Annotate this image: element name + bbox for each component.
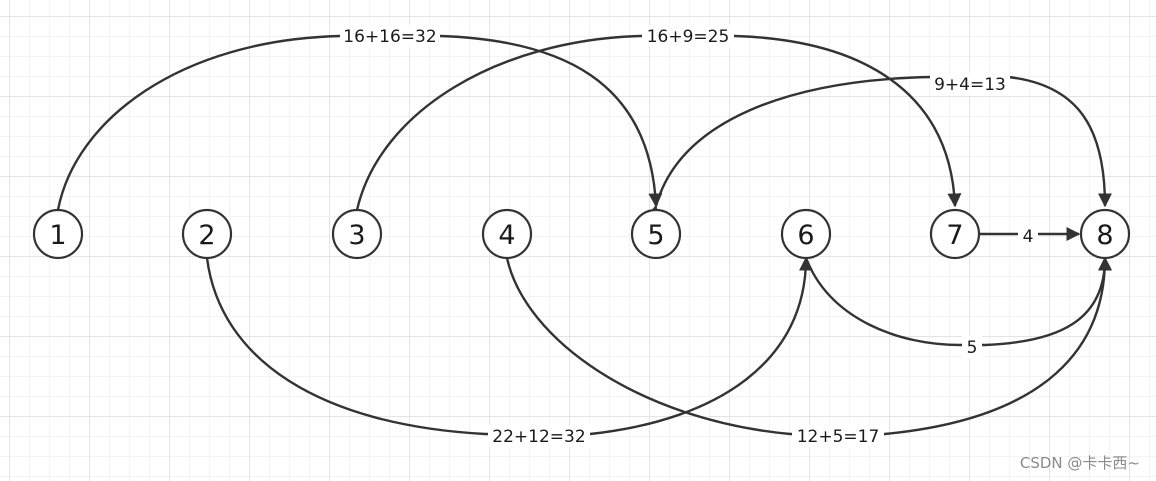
node-circle xyxy=(929,208,981,260)
edge-label-background xyxy=(792,425,884,447)
edge-label-background xyxy=(340,25,440,47)
node-label: 1 xyxy=(49,220,66,251)
node-label: 3 xyxy=(348,220,365,251)
node-label: 8 xyxy=(1096,220,1113,251)
node-4: 4 xyxy=(481,208,533,260)
edges-layer xyxy=(56,34,1112,436)
node-2: 2 xyxy=(181,208,233,260)
node-label: 6 xyxy=(797,220,814,251)
node-3: 3 xyxy=(331,208,383,260)
edge-labels-layer: 16+16=32 16+9=25 9+4=13 4 5 22+12=32 12+5=17 xyxy=(340,25,1038,447)
node-5: 5 xyxy=(630,208,682,260)
edge-2-6 xyxy=(205,256,813,436)
node-circle xyxy=(780,208,832,260)
node-label: 7 xyxy=(946,220,963,251)
edge-1-5 xyxy=(56,34,663,211)
edge-6-8 xyxy=(794,243,1112,347)
edge-label-background xyxy=(1018,225,1038,247)
node-circle xyxy=(1079,208,1131,260)
edge-3-7 xyxy=(355,34,962,211)
edge-label-4-8: 12+5=17 xyxy=(797,427,880,447)
node-circle xyxy=(630,208,682,260)
node-1: 1 xyxy=(32,208,84,260)
node-circle xyxy=(32,208,84,260)
edge-label-background xyxy=(930,73,1010,95)
node-label: 4 xyxy=(498,220,515,251)
edge-label-background xyxy=(642,25,734,47)
edge-label-background xyxy=(488,425,590,447)
node-7: 7 xyxy=(929,208,981,260)
edge-label-2-6: 22+12=32 xyxy=(492,427,585,447)
watermark-text: CSDN @卡卡西~ xyxy=(1019,454,1140,472)
node-circle xyxy=(181,208,233,260)
edge-4-8 xyxy=(505,256,1112,436)
edge-label-7-8: 4 xyxy=(1023,227,1034,247)
edge-label-1-5: 16+16=32 xyxy=(343,27,436,47)
edge-8-5 xyxy=(645,75,1112,221)
node-8: 8 xyxy=(1079,208,1131,260)
node-circle xyxy=(331,208,383,260)
edge-label-6-8: 5 xyxy=(967,338,978,358)
node-label: 2 xyxy=(198,220,215,251)
node-circle xyxy=(481,208,533,260)
node-6: 6 xyxy=(780,208,832,260)
edge-label-3-7: 16+9=25 xyxy=(647,27,730,47)
edge-label-background xyxy=(962,336,982,358)
node-label: 5 xyxy=(647,220,664,251)
edge-label-8-5: 9+4=13 xyxy=(934,75,1006,95)
nodes-layer: 1 2 3 4 5 6 7 8 xyxy=(32,208,1131,260)
